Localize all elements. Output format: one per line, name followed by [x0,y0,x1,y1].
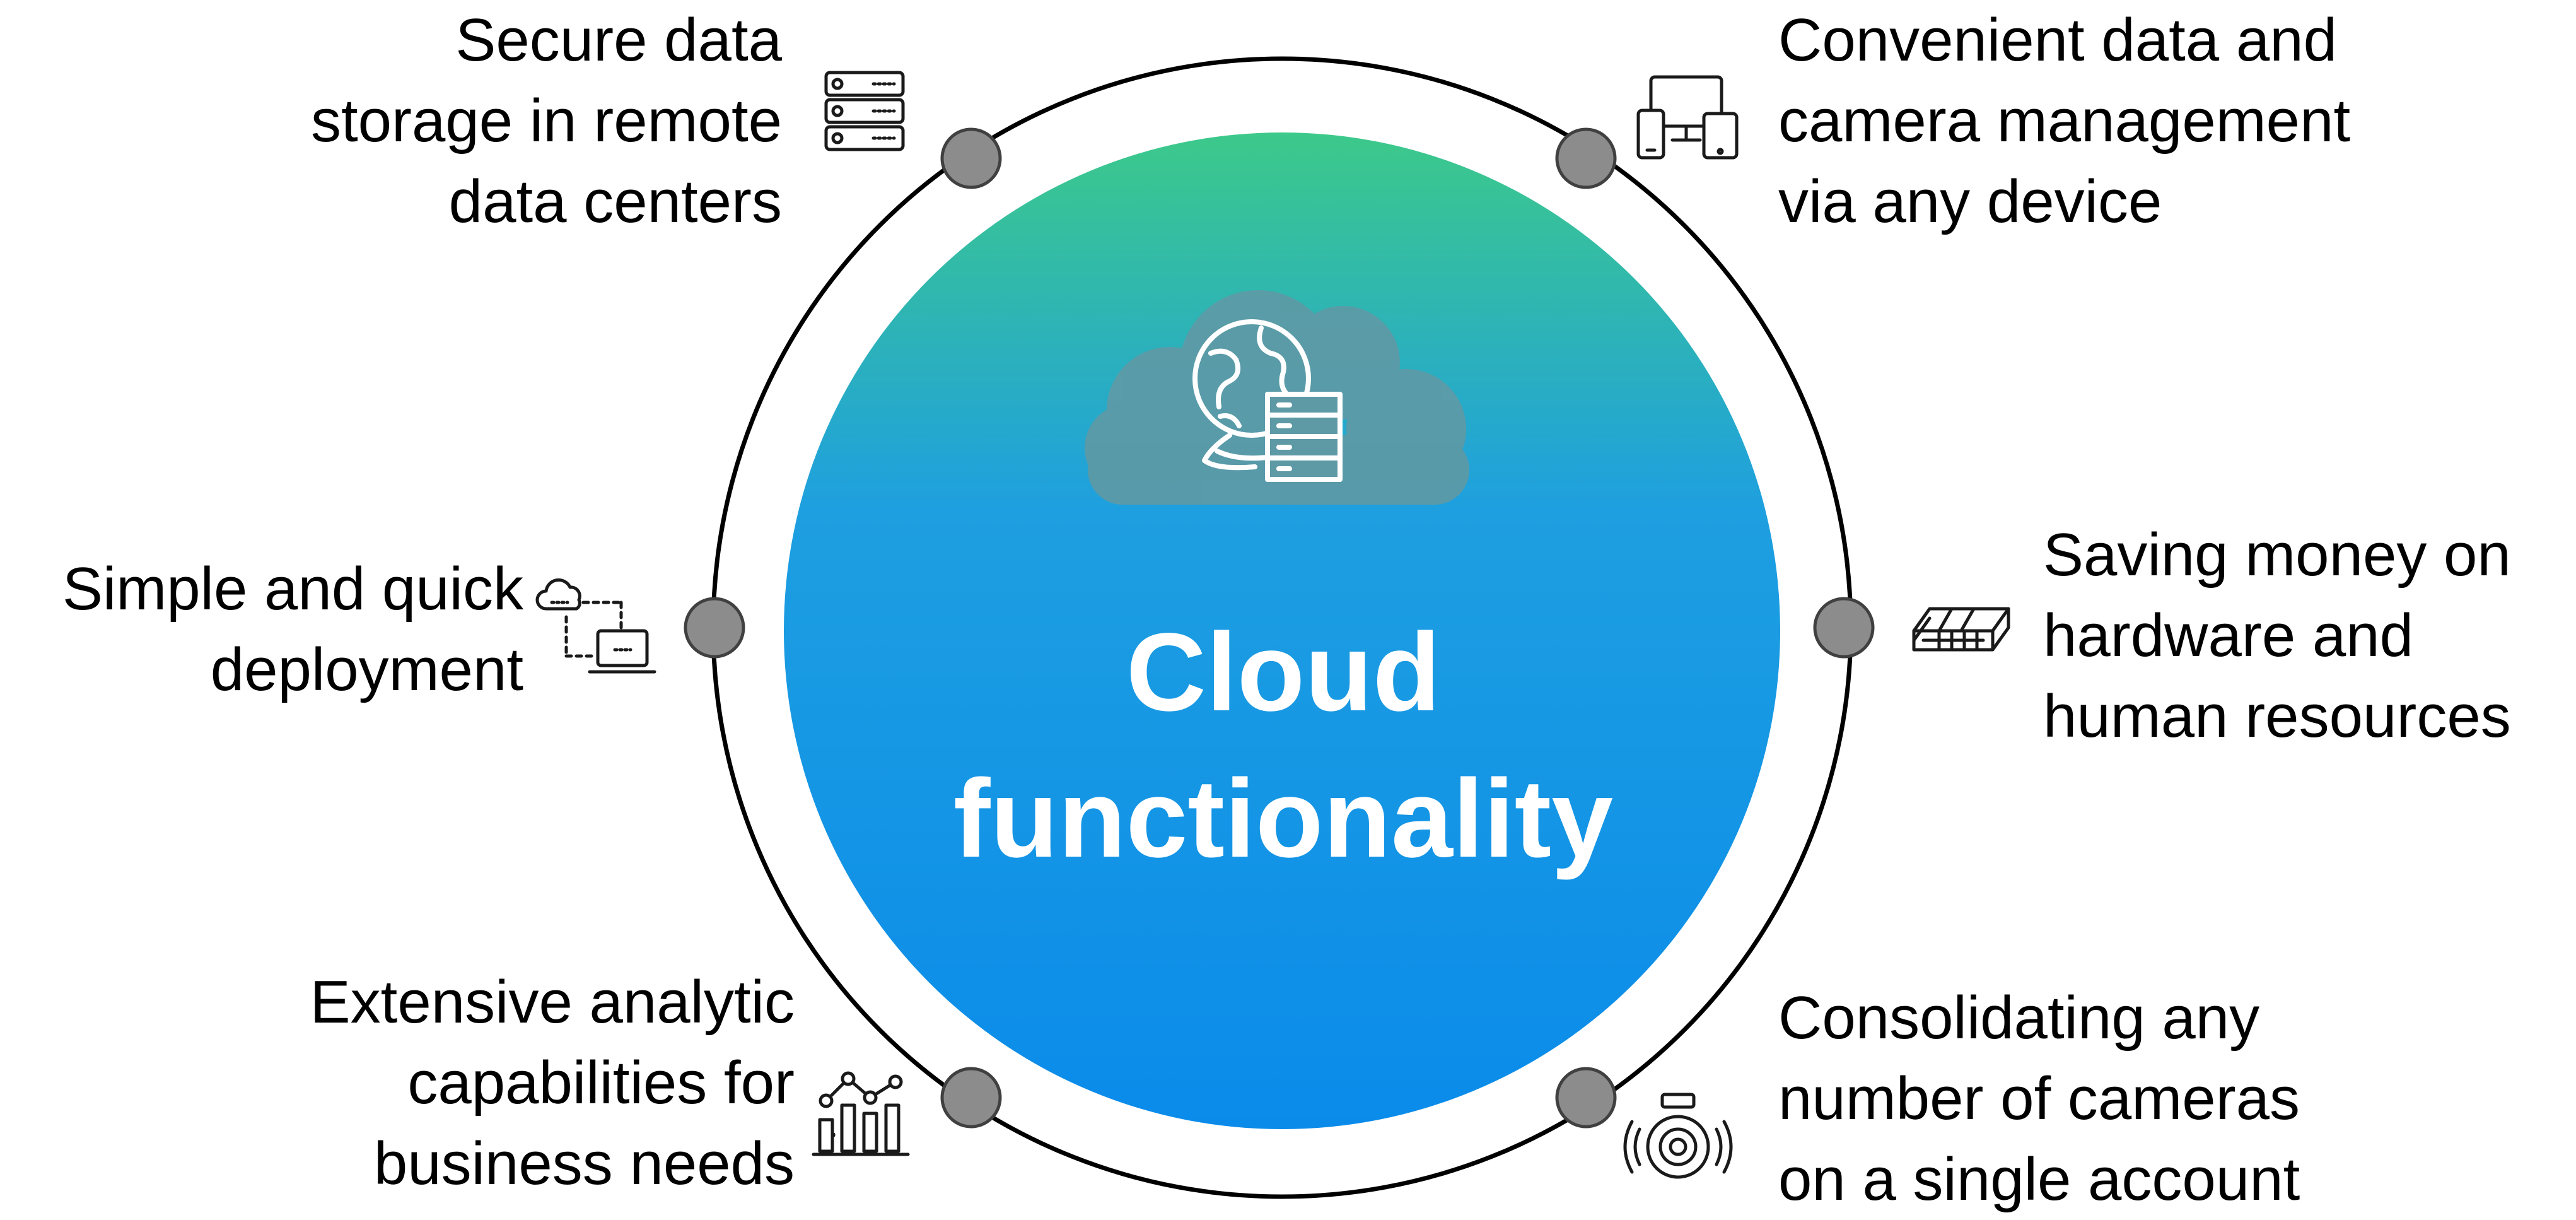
analytics-chart-icon [812,1071,910,1156]
money-stack-icon [1912,607,2010,652]
feature-line: Convenient data and [1778,6,2338,74]
feature-line: deployment [210,636,523,703]
feature-label-saving-money: Saving money on hardware and human resou… [2043,515,2573,757]
feature-line: number of cameras [1778,1065,2300,1132]
feature-label-secure-storage: Secure data storage in remote data cente… [158,0,782,242]
feature-line: camera management [1778,87,2351,155]
cloud-laptop-icon [535,578,656,674]
feature-line: human resources [2043,683,2511,750]
feature-label-extensive-analytics: Extensive analytic capabilities for busi… [158,962,795,1204]
ring-node-bottom-right [1555,1067,1617,1129]
ring-node-top-right [1555,127,1617,189]
cloud-globe-server-icon [1085,290,1469,505]
feature-line: Extensive analytic [310,968,795,1036]
feature-line: Saving money on [2043,521,2511,589]
feature-line: storage in remote [310,87,782,155]
center-title: Cloud functionality [788,599,1778,892]
center-title-line: functionality [953,757,1614,881]
multi-device-icon [1636,75,1739,160]
feature-line: on a single account [1778,1146,2300,1213]
feature-line: Secure data [455,6,782,74]
feature-line: business needs [373,1130,795,1197]
feature-line: Consolidating any [1778,984,2260,1052]
feature-line: via any device [1778,168,2162,235]
ring-node-right [1813,597,1875,659]
ring-node-bottom-left [940,1067,1002,1129]
feature-label-convenient-management: Convenient data and camera management vi… [1778,0,2472,242]
ring-node-left [684,597,745,659]
feature-line: hardware and [2043,602,2414,669]
feature-label-simple-deployment: Simple and quick deployment [6,549,523,710]
feature-line: data centers [448,168,782,235]
feature-line: capabilities for [407,1049,795,1117]
ring-node-top-left [940,127,1002,189]
center-title-line: Cloud [1126,611,1441,734]
security-camera-icon [1623,1093,1733,1179]
server-rack-icon [824,71,905,151]
center-disc [784,132,1780,1129]
feature-label-consolidating-cameras: Consolidating any number of cameras on a… [1778,978,2472,1220]
feature-line: Simple and quick [62,555,523,623]
